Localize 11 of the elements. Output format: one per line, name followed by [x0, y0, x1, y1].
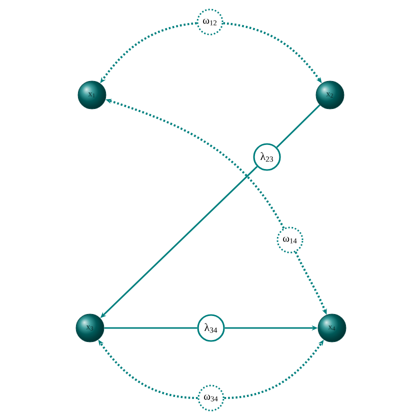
sphere-node: x$_{3}$ — [76, 314, 104, 342]
circle-label: λ$_{23}$ — [253, 143, 281, 171]
dashed-circle-label: ω$_{14}$ — [276, 226, 304, 254]
circle-label: λ$_{34}$ — [197, 314, 225, 342]
line — [276, 104, 320, 148]
sphere-node: x$_{1}$ — [78, 80, 106, 110]
dashed-circle-label: ω$_{34}$ — [198, 384, 224, 412]
dashed-circle-label: ω$_{12}$ — [196, 8, 224, 36]
line — [104, 327, 198, 329]
sphere-node: x$_{2}$ — [316, 80, 344, 110]
sphere-node: x$_{4}$ — [318, 314, 346, 342]
